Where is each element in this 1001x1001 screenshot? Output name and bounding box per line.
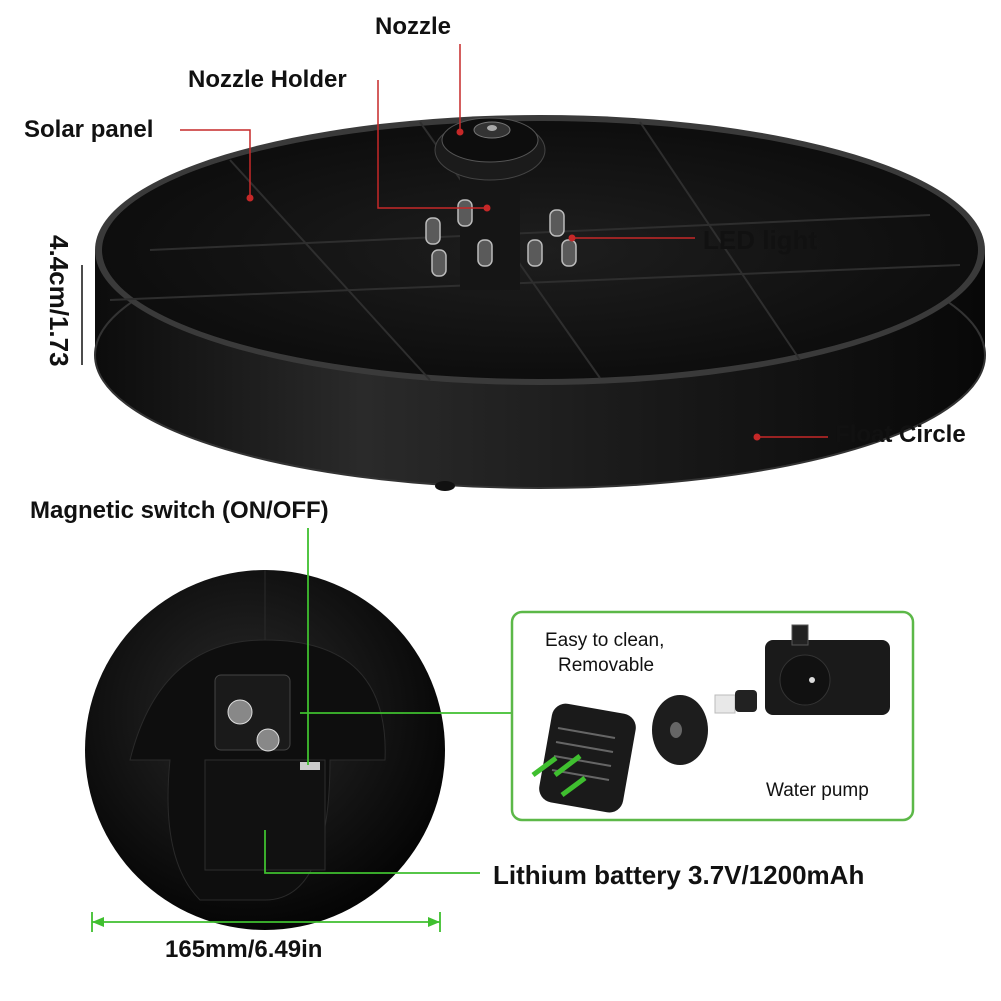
nozzle — [473, 121, 511, 139]
magnetic-switch — [300, 762, 320, 770]
label-solar-panel: Solar panel — [24, 116, 154, 143]
pump-note-line2: Removable — [558, 655, 655, 676]
label-magnetic-switch: Magnetic switch (ON/OFF) — [30, 497, 329, 524]
label-float-circle: Float Circle — [835, 421, 966, 448]
callout-dots — [246, 128, 761, 441]
fountain-bottom-view — [85, 570, 445, 930]
pump-note-line1: Easy to clean, — [545, 630, 665, 651]
label-height: 4.4cm/1.73 — [44, 235, 74, 367]
red-callout-lines — [180, 44, 828, 438]
pump-impeller-cap — [652, 695, 708, 765]
led-lights — [425, 199, 577, 277]
dimension-arrowheads — [92, 917, 440, 927]
water-flow-arrows — [531, 754, 587, 798]
label-battery: Lithium battery 3.7V/1200mAh — [493, 860, 865, 890]
pump-title: Water pump — [766, 780, 869, 801]
label-diameter: 165mm/6.49in — [165, 936, 323, 963]
label-nozzle: Nozzle — [375, 13, 452, 40]
label-led-light: LED light — [703, 225, 818, 255]
water-pump — [765, 624, 890, 715]
label-nozzle-holder: Nozzle Holder — [188, 66, 347, 93]
pump-impeller — [714, 690, 757, 714]
